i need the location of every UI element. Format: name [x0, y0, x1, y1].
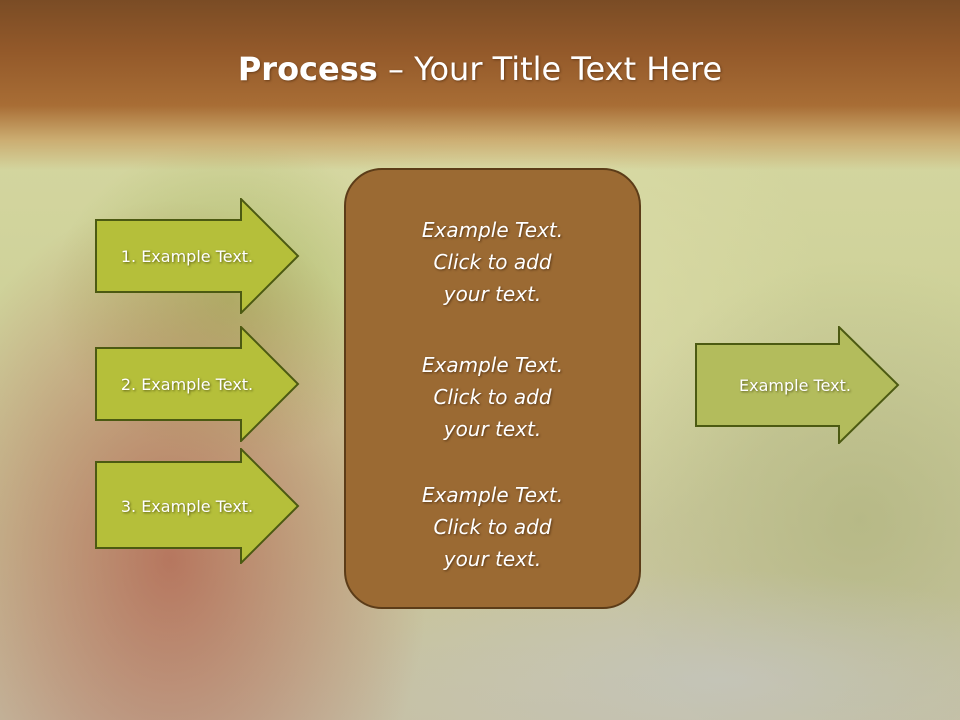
arrow-shape	[95, 326, 300, 442]
title-rest: – Your Title Text Here	[377, 50, 723, 88]
arrow-label: Example Text.	[739, 375, 851, 395]
text-line: your text.	[443, 547, 542, 571]
process-arrow-3[interactable]: 3. Example Text.	[95, 448, 300, 564]
text-line: Click to add	[433, 515, 552, 539]
text-line: Click to add	[433, 385, 552, 409]
center-text-block-3: Example Text. Click to add your text.	[346, 479, 639, 575]
arrow-shape	[95, 448, 300, 564]
text-line: Example Text.	[421, 353, 564, 377]
center-text-block-2: Example Text. Click to add your text.	[346, 349, 639, 445]
slide-title[interactable]: Process – Your Title Text Here	[0, 50, 960, 88]
text-line: Example Text.	[421, 483, 564, 507]
text-line: Example Text.	[421, 218, 564, 242]
process-arrow-2[interactable]: 2. Example Text.	[95, 326, 300, 442]
arrow-label: 1. Example Text.	[120, 246, 254, 266]
result-arrow[interactable]: Example Text.	[695, 326, 900, 444]
arrow-shape	[695, 326, 900, 444]
arrow-label: 2. Example Text.	[120, 374, 254, 394]
text-line: Click to add	[433, 250, 552, 274]
process-arrow-1[interactable]: 1. Example Text.	[95, 198, 300, 314]
center-text-box[interactable]: Example Text. Click to add your text. Ex…	[344, 168, 641, 609]
arrow-label: 3. Example Text.	[120, 496, 254, 516]
arrow-shape	[95, 198, 300, 314]
center-text-block-1: Example Text. Click to add your text.	[346, 214, 639, 310]
title-banner	[0, 0, 960, 170]
text-line: your text.	[443, 417, 542, 441]
title-bold: Process	[237, 50, 378, 88]
text-line: your text.	[443, 282, 542, 306]
